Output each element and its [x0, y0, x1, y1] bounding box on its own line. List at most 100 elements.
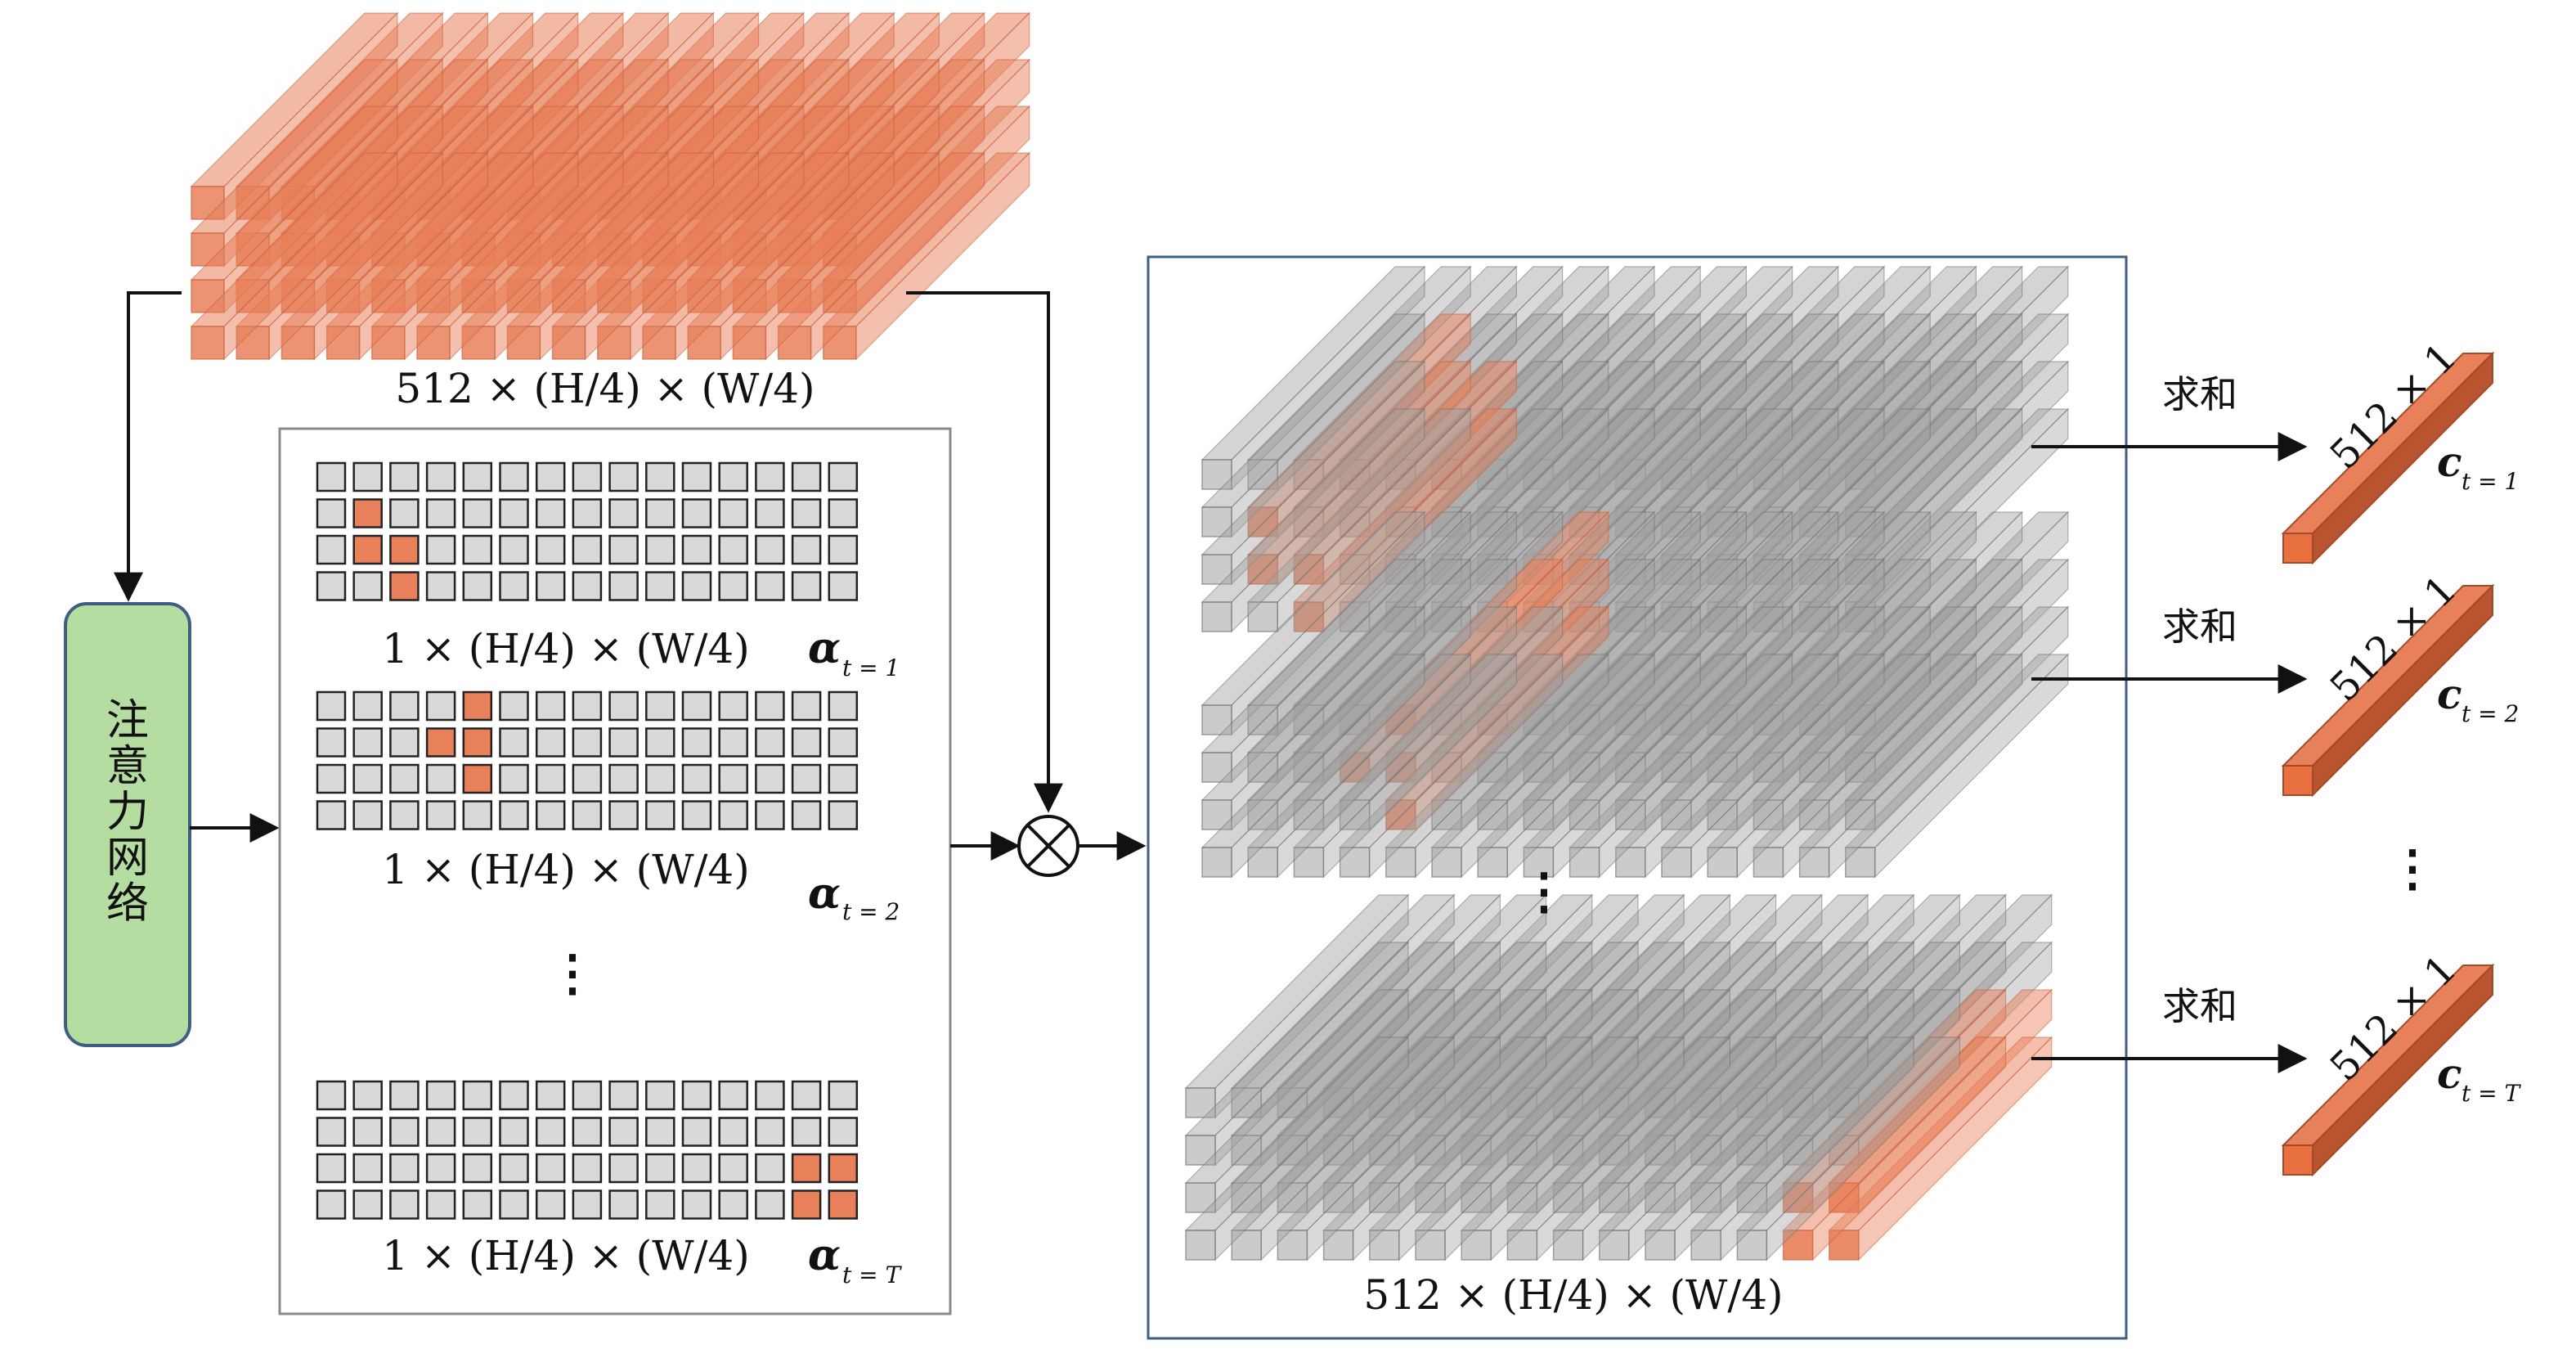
arrow-feature-to-attention: [114, 291, 182, 602]
attention-map-label-T: 1 × (H/4) × (W/4) α t = T: [382, 1230, 902, 1288]
attention-cell: [389, 1080, 420, 1111]
attention-cell: [718, 1153, 748, 1184]
attention-cell: [608, 461, 639, 492]
attention-cell: [425, 1080, 456, 1111]
attention-cell: [755, 1117, 785, 1147]
attention-cell: [352, 461, 383, 492]
attention-cell: [755, 571, 785, 601]
attention-cell: [608, 498, 639, 528]
attention-cell: [535, 498, 566, 528]
multiply-operator: [1017, 815, 1079, 877]
attention-cell: [499, 461, 529, 492]
attention-cell: [535, 690, 566, 722]
attention-cell: [316, 727, 347, 758]
attention-cell: [352, 800, 383, 830]
attention-cell: [389, 763, 420, 794]
attention-cell: [572, 1153, 603, 1184]
attention-cell: [718, 763, 748, 794]
attention-cell: [316, 1189, 347, 1220]
attention-cell: [499, 1153, 529, 1184]
attention-cell: [718, 1189, 748, 1220]
attention-cell: [755, 461, 785, 492]
attention-cell: [645, 1189, 675, 1220]
attention-cell: [535, 1153, 566, 1184]
attention-cell: [425, 1153, 456, 1184]
attention-cell: [425, 1117, 456, 1147]
vector-subscript: t = 1: [2462, 468, 2519, 495]
feature-map-tensor: [190, 11, 1031, 361]
attention-cell: [791, 461, 822, 492]
attention-cell: [572, 690, 603, 722]
attention-cell: [645, 763, 675, 794]
attention-cell: [499, 763, 529, 794]
attention-cell-highlight: [352, 498, 383, 528]
attention-cell: [425, 690, 456, 722]
attention-maps-ellipsis: ⋮: [548, 945, 597, 1002]
weighted-ellipsis: ⋮: [1519, 863, 1568, 920]
attention-cell: [828, 534, 859, 565]
weighted-stack: [1200, 265, 2070, 633]
attention-cell: [535, 1080, 566, 1111]
attention-cell: [718, 800, 748, 830]
attention-cell: [572, 461, 603, 492]
attention-cell: [499, 1189, 529, 1220]
attention-cell: [316, 690, 347, 722]
attention-cell: [608, 763, 639, 794]
attention-cell: [755, 763, 785, 794]
attention-cell: [791, 690, 822, 722]
attention-cell: [425, 534, 456, 565]
attention-cell: [572, 498, 603, 528]
weighted-dim-label: 512 × (H/4) × (W/4): [1363, 1271, 1783, 1319]
attention-cell: [755, 727, 785, 758]
attention-cell: [645, 727, 675, 758]
attention-cell: [316, 1153, 347, 1184]
attention-cell: [425, 763, 456, 794]
attention-cell-highlight: [462, 690, 493, 722]
attention-cell: [316, 461, 347, 492]
attention-cell-highlight: [828, 1189, 859, 1220]
attention-cell: [389, 1117, 420, 1147]
attention-map-dim-label: 1 × (H/4) × (W/4): [382, 846, 750, 893]
attention-cell: [791, 727, 822, 758]
weighted-stack: [1184, 893, 2053, 1261]
attention-cell: [608, 1189, 639, 1220]
attention-cell: [352, 763, 383, 794]
attention-cell: [352, 1080, 383, 1111]
attention-cell: [316, 800, 347, 830]
outputs-ellipsis: ⋮: [2388, 840, 2437, 897]
attention-cell: [608, 727, 639, 758]
attention-cell: [791, 498, 822, 528]
attention-cell: [462, 1189, 493, 1220]
attention-cell: [645, 498, 675, 528]
attention-cell: [755, 498, 785, 528]
attention-cell: [535, 800, 566, 830]
alpha-subscript: t = 1: [842, 654, 900, 681]
attention-cell: [316, 763, 347, 794]
attention-cell: [828, 1117, 859, 1147]
sum-label: 求和: [2162, 984, 2237, 1028]
attention-cell: [389, 690, 420, 722]
attention-cell: [755, 800, 785, 830]
attention-cell: [462, 1153, 493, 1184]
attention-cell: [462, 461, 493, 492]
attention-cell: [718, 690, 748, 722]
attention-cell-highlight: [425, 727, 456, 758]
attention-cell: [389, 727, 420, 758]
attention-cell: [535, 534, 566, 565]
attention-cell: [425, 461, 456, 492]
attention-cell: [608, 1153, 639, 1184]
attention-cell-highlight: [791, 1189, 822, 1220]
attention-cell: [828, 461, 859, 492]
attention-network-label: 注意力网络: [106, 696, 149, 929]
attention-cell-highlight: [389, 534, 420, 565]
attention-cell: [572, 1189, 603, 1220]
feature-map-dim-label: 512 × (H/4) × (W/4): [395, 365, 815, 412]
context-vector-bar: [2281, 963, 2495, 1177]
attention-cell: [462, 800, 493, 830]
attention-cell: [499, 800, 529, 830]
weighted-stack: [1200, 510, 2070, 879]
attention-cell: [499, 1080, 529, 1111]
attention-cell: [389, 461, 420, 492]
attention-cell-highlight: [828, 1153, 859, 1184]
